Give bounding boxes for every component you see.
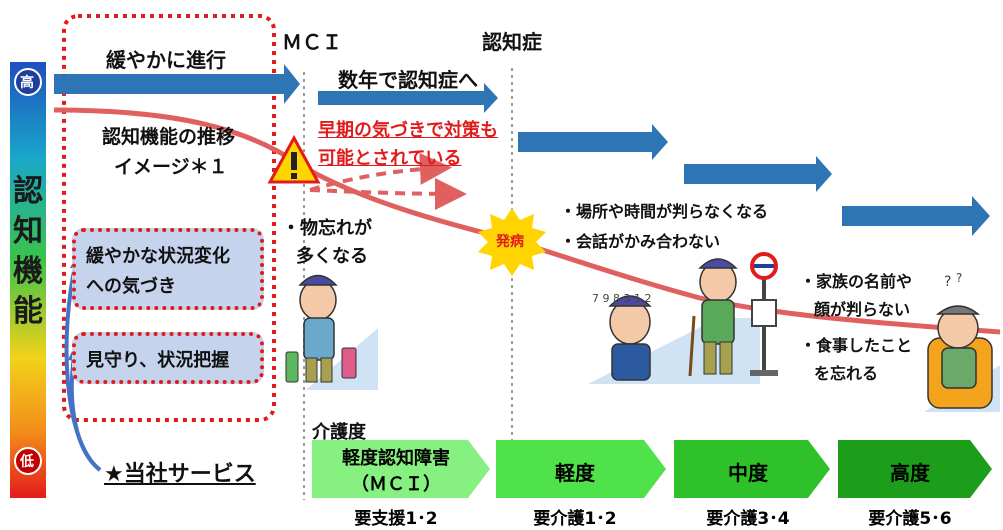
service-box-awareness-line1: 緩やかな状況変化 <box>86 246 230 267</box>
axis-high-circle <box>14 68 42 96</box>
dashed-branch-2 <box>309 177 467 210</box>
trend-text-1: 認知機能の推移 <box>102 126 236 148</box>
service-box-awareness: 緩やかな状況変化 への気づき <box>72 228 264 310</box>
stage-chevron-mci <box>312 440 490 498</box>
forgetful-text-2: 多くなる <box>296 246 368 267</box>
axis-title: 認知機能 <box>13 174 43 329</box>
gradual-progress-text: 緩やかに進行 <box>106 48 226 72</box>
mci-label: ＭＣＩ <box>282 30 342 54</box>
axis-low-label: 低 <box>20 454 34 470</box>
meal-text-2: を忘れる <box>814 364 879 383</box>
family-text-2: 顔が判らない <box>814 300 911 319</box>
care-severe: 要介護5･6 <box>868 509 952 529</box>
svg-text:?: ? <box>944 274 951 290</box>
company-service-label: ★当社サービス <box>104 462 256 487</box>
axis-low-circle <box>14 447 42 475</box>
service-box-monitoring: 見守り、状況把握 <box>72 332 264 384</box>
arrow-step-3 <box>518 124 668 160</box>
family-text-1: ・家族の名前や <box>800 272 913 291</box>
arrow-step-4 <box>684 156 832 192</box>
axis-high-label: 高 <box>20 75 34 91</box>
stage-mci-line1: 軽度認知障害 <box>342 448 450 469</box>
elderly-figure-sitting: ? ? <box>927 271 993 409</box>
place-time-text: ・場所や時間が判らなくなる <box>560 202 769 221</box>
elderly-figure-busstop <box>688 252 778 377</box>
arrow-years <box>318 83 498 113</box>
years-to-dementia-text: 数年で認知症へ <box>338 68 478 92</box>
stage-chevron-moderate <box>674 440 830 498</box>
elderly-figure-confused: 7 9 8 3 1 2 <box>592 292 652 381</box>
meal-text-1: ・食事したこと <box>800 336 913 355</box>
arrow-gradual <box>54 64 300 104</box>
forgetful-text-1: ・物忘れが <box>282 218 372 239</box>
trend-text-2: イメージ＊１ <box>114 156 228 178</box>
conversation-text: ・会話がかみ合わない <box>560 232 721 251</box>
care-mild: 要介護1･2 <box>533 509 617 529</box>
elderly-figure-forgetful <box>285 274 357 383</box>
onset-label: 発病 <box>496 234 524 250</box>
svg-text:7 9 8 3 1 2: 7 9 8 3 1 2 <box>592 292 651 305</box>
arrow-step-5 <box>842 196 990 236</box>
stage-moderate-label: 中度 <box>728 461 768 485</box>
stage-mild-label: 軽度 <box>555 461 595 485</box>
svg-text:?: ? <box>956 271 962 285</box>
care-level-label: 介護度 <box>312 422 366 443</box>
warning-icon <box>267 134 321 184</box>
early-detection-text-2: 可能とされている <box>318 148 462 169</box>
stage-chevron-mild <box>496 440 666 498</box>
cognitive-axis-bar <box>10 62 46 498</box>
service-box-awareness-line2: への気づき <box>86 276 176 297</box>
service-frame <box>62 14 276 422</box>
dementia-label: 認知症 <box>482 30 542 54</box>
stage-mci-line2: （ＭＣＩ） <box>351 474 441 495</box>
onset-burst-icon <box>478 208 546 276</box>
stage-severe-label: 高度 <box>890 461 930 485</box>
stage-chevron-severe <box>838 440 992 498</box>
care-moderate: 要介護3･4 <box>706 509 790 529</box>
care-mci: 要支援1･2 <box>354 509 438 529</box>
service-box-monitoring-text: 見守り、状況把握 <box>86 350 230 371</box>
early-detection-text-1: 早期の気づきで対策も <box>318 120 498 141</box>
